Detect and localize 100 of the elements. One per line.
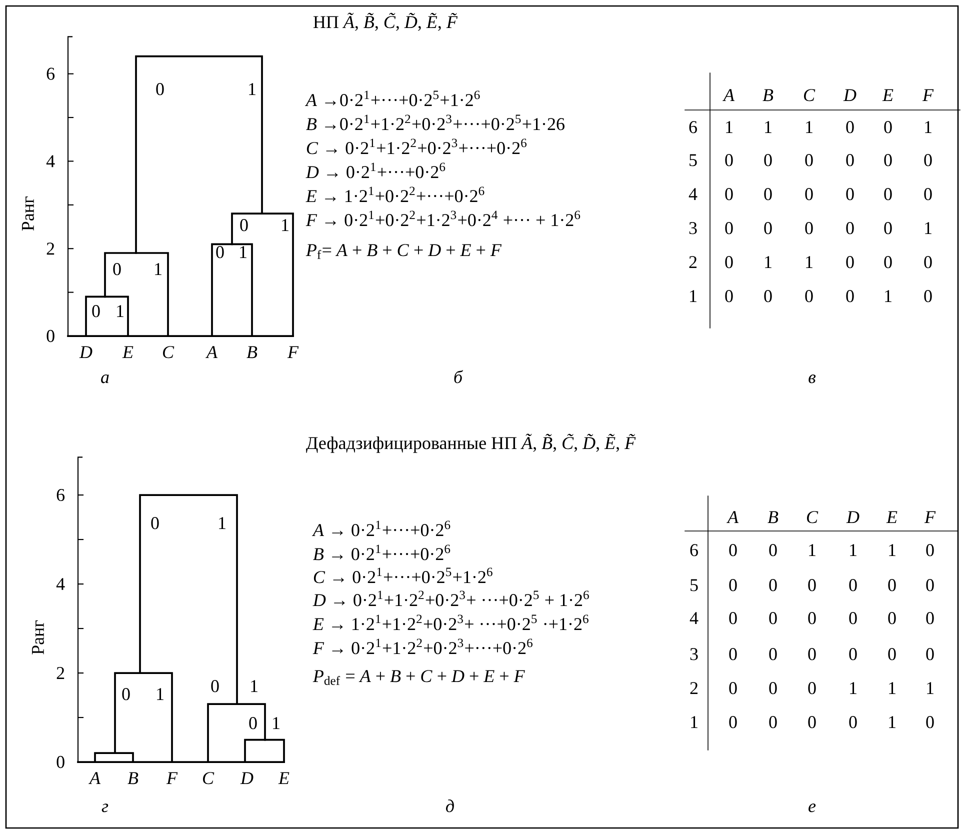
table-cell: 0	[926, 544, 934, 556]
branch-label: 0	[92, 305, 100, 318]
table-cell: 0	[764, 188, 772, 200]
table-cell: 0	[769, 648, 777, 660]
leaf-label: B	[128, 772, 138, 784]
row-label: 6	[690, 544, 698, 556]
table-cell: 0	[808, 716, 816, 728]
table-cell: 0	[924, 290, 932, 302]
branch-label: 0	[156, 83, 164, 96]
table-cell: 0	[805, 154, 813, 166]
leaf-label: E	[122, 346, 134, 358]
table-cell: 0	[884, 188, 892, 200]
table-cell: 0	[846, 154, 854, 166]
table-cell: 1	[925, 222, 932, 234]
formula: C → 0·2$^{1}$+1·2$^{2}$+0·2$^{3}$+···+0·2$^{6}$	[306, 138, 526, 154]
table-cell: 0	[805, 222, 813, 234]
branch-label: 1	[282, 219, 288, 231]
leaf-label: B	[246, 346, 258, 358]
table-cell: 0	[884, 154, 892, 166]
table-cell: 1	[889, 544, 896, 556]
branch-label: 1	[240, 246, 246, 258]
table-header: E	[886, 511, 898, 523]
table-cell: 0	[888, 579, 896, 592]
table-cell: 0	[846, 188, 854, 200]
formula: F → 0·2$^{1}$+1·2$^{2}$+0·2$^{3}$+···+0·2$^{6}$	[312, 638, 532, 654]
formula: C → 0·2$^{1}$+···+0·2$^{5}$+1·2$^{6}$	[314, 568, 492, 584]
table-header: A	[722, 89, 735, 101]
table-cell: 0	[764, 154, 772, 166]
table-header: E	[882, 89, 894, 101]
formula: F → 0·2$^{1}$+0·2$^{2}$+1·2$^{3}$+0·2$^{4}$ +··· + 1·2$^{6}$	[306, 210, 580, 226]
leaf-label: C	[163, 346, 174, 358]
table-cell: 0	[769, 612, 777, 624]
table-header: A	[726, 511, 739, 523]
row-label: 1	[691, 716, 698, 728]
table-header: D	[846, 511, 860, 524]
table-cell: 1	[850, 682, 856, 694]
table-cell: 0	[926, 612, 934, 624]
table-cell: 0	[725, 154, 733, 166]
table-cell: 1	[806, 121, 812, 133]
table-cell: 0	[729, 579, 737, 592]
row-label: 5	[690, 579, 698, 592]
table-cell: 0	[849, 648, 857, 660]
table-cell: 0	[924, 256, 932, 268]
row-label: 6	[689, 121, 697, 134]
branch-label: 0	[211, 680, 219, 692]
leaf-label: A	[88, 772, 101, 784]
table-cell: 0	[808, 682, 816, 694]
panel-title: НП Ã, B̃, C̃, D̃, Ẽ, F̃	[313, 12, 458, 31]
formula: A → 0·2$^{1}$+···+0·2$^{6}$	[312, 520, 450, 536]
formula: E → 1·2$^{1}$+1·2$^{2}$+0·2$^{3}$+ ···+0·2$^{5}$ ·+1·2$^{6}$	[312, 614, 588, 630]
table-cell: 0	[888, 648, 896, 660]
row-label: 3	[690, 648, 698, 660]
tick-label: 6	[56, 488, 65, 502]
table-cell: 1	[889, 716, 896, 728]
branch-label: 0	[113, 263, 121, 276]
branch-label: 1	[273, 717, 280, 729]
table-cell: 0	[926, 579, 934, 592]
formula: D → 0·2$^{1}$+1·2$^{2}$+0·2$^{3}$+ ···+0·2$^{5}$ + 1·2$^{6}$	[312, 590, 589, 606]
table-header: B	[768, 511, 778, 524]
table-cell: 0	[764, 222, 772, 234]
leaf-label: D	[79, 346, 92, 358]
tick-label: 0	[46, 330, 54, 342]
table-cell: 0	[769, 716, 777, 728]
table-header: B	[762, 89, 774, 102]
branch-label: 1	[155, 263, 162, 275]
formula: D → 0·2$^{1}$+···+0·2$^{6}$	[306, 162, 446, 178]
table-cell: 1	[889, 682, 896, 694]
table-cell: 0	[884, 256, 892, 268]
table-cell: 0	[769, 682, 777, 694]
branch-label: 0	[249, 717, 257, 730]
formula: B → 0·2$^{1}$+···+0·2$^{6}$	[313, 544, 450, 560]
row-label: 5	[690, 154, 697, 166]
branch-label: 1	[249, 83, 256, 95]
table-header: C	[804, 89, 816, 102]
table-cell: 0	[924, 188, 932, 200]
panel-letter: д	[446, 800, 454, 812]
table-cell: 0	[729, 544, 737, 556]
branch-label: 1	[251, 680, 258, 692]
leaf-label: F	[166, 772, 178, 784]
table-cell: 0	[725, 256, 733, 268]
formula: P$_{f}$= A + B + C + D + E + F	[306, 244, 502, 259]
branch-label: 0	[122, 688, 130, 700]
table-cell: 1	[925, 121, 932, 133]
branch-label: 0	[151, 517, 159, 530]
table-cell: 0	[926, 648, 934, 660]
formula: B →0·2$^{1}$+1·2$^{2}$+0·2$^{3}$+···+0·2$^{5}$+1·26	[306, 114, 564, 130]
branch-label: 1	[157, 688, 164, 700]
row-label: 3	[689, 222, 697, 234]
table-cell: 0	[769, 544, 777, 556]
formula: E → 1·2$^{1}$+0·2$^{2}$+···+0·2$^{6}$	[306, 186, 484, 202]
table-header: C	[807, 511, 818, 524]
table-cell: 0	[846, 290, 854, 302]
table-cell: 0	[849, 579, 857, 592]
table-cell: 0	[808, 612, 816, 624]
formula: A →0·2$^{1}$+···+0·2$^{5}$+1·2$^{6}$	[304, 90, 480, 106]
table-cell: 0	[846, 222, 854, 234]
table-cell: 0	[729, 716, 737, 728]
table-cell: 0	[924, 154, 932, 166]
leaf-label: E	[278, 772, 290, 784]
table-cell: 0	[884, 121, 892, 134]
